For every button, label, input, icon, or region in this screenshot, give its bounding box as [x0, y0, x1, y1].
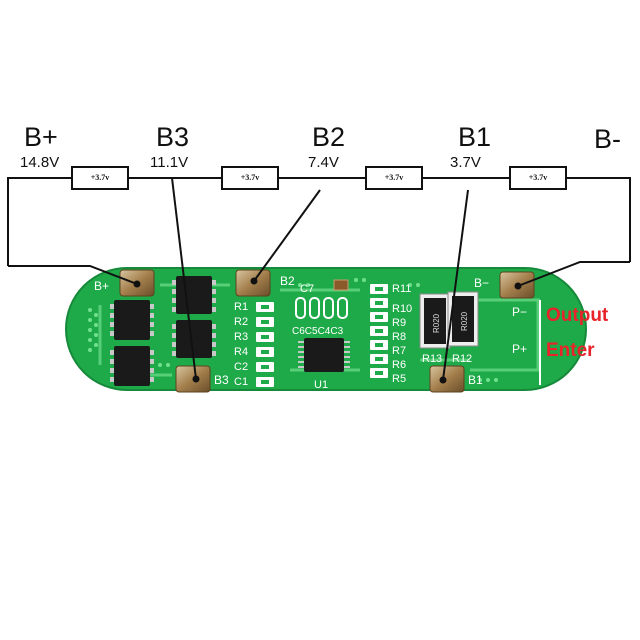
silk-r6: R6	[392, 359, 407, 371]
enter-label: Enter	[546, 340, 595, 361]
cell-label-4: +3.7v	[528, 173, 548, 182]
cell-1	[71, 166, 129, 190]
tap-wires	[8, 177, 630, 381]
mosfet-chips	[110, 276, 216, 386]
cell-label-3: +3.7v	[384, 173, 404, 182]
silk-b2: B2	[280, 274, 295, 288]
silk-r8: R8	[392, 331, 407, 343]
silk-u1: U1	[314, 379, 329, 391]
capacitor-row	[295, 297, 348, 319]
series-wire	[7, 177, 631, 266]
voltage-label-b1: 3.7V	[450, 154, 481, 171]
silk-p-plus: P+	[512, 342, 528, 356]
left-resistor-column	[256, 302, 274, 387]
silk-r7: R7	[392, 345, 407, 357]
wire-ends	[133, 277, 522, 384]
silk-p-minus: P−	[512, 305, 528, 319]
silk-b1: B1	[468, 373, 483, 387]
voltage-label-b-plus: 14.8V	[20, 154, 60, 171]
node-label-b-minus: B-	[594, 124, 621, 154]
silk-r5: R5	[392, 373, 407, 385]
silk-b-plus: B+	[94, 279, 110, 293]
shunt-marking-2: R020	[460, 311, 469, 331]
shunt-resistors	[419, 291, 479, 349]
shunt-marking-1: R020	[432, 313, 441, 333]
capacitor-c7	[333, 279, 349, 291]
silk-r1: R1	[234, 301, 249, 313]
voltage-label-b2: 7.4V	[308, 154, 339, 171]
silk-b-minus: B−	[474, 276, 490, 290]
cell-2	[221, 166, 279, 190]
silk-r10: R10	[392, 303, 413, 315]
cell-label-1: +3.7v	[90, 173, 110, 182]
silk-r4: R4	[234, 346, 249, 358]
right-resistor-column	[370, 284, 388, 378]
cell-4	[509, 166, 567, 190]
cell-label-2: +3.7v	[240, 173, 260, 182]
voltage-label-b3: 11.1V	[150, 154, 189, 171]
silk-r11: R11	[392, 283, 412, 295]
output-label: Output	[546, 305, 609, 326]
silk-c7: C7	[300, 283, 315, 295]
silk-r3: R3	[234, 331, 249, 343]
silk-r12: R12	[452, 353, 473, 365]
silk-b3: B3	[214, 373, 229, 387]
silk-r2: R2	[234, 316, 249, 328]
silk-caps-row: C6C5C4C3	[292, 326, 344, 337]
node-label-b2: B2	[312, 122, 346, 152]
node-label-b1: B1	[458, 122, 492, 152]
node-label-b-plus: B+	[24, 122, 58, 152]
cell-3	[365, 166, 423, 190]
silk-c2: C2	[234, 361, 249, 373]
pad-b1	[429, 365, 465, 393]
node-label-b3: B3	[156, 122, 190, 152]
ic-u1	[298, 338, 350, 372]
pcb-vias	[88, 278, 498, 382]
silk-r13: R13	[422, 353, 443, 365]
silk-c1: C1	[234, 376, 249, 388]
silk-r9: R9	[392, 317, 407, 329]
